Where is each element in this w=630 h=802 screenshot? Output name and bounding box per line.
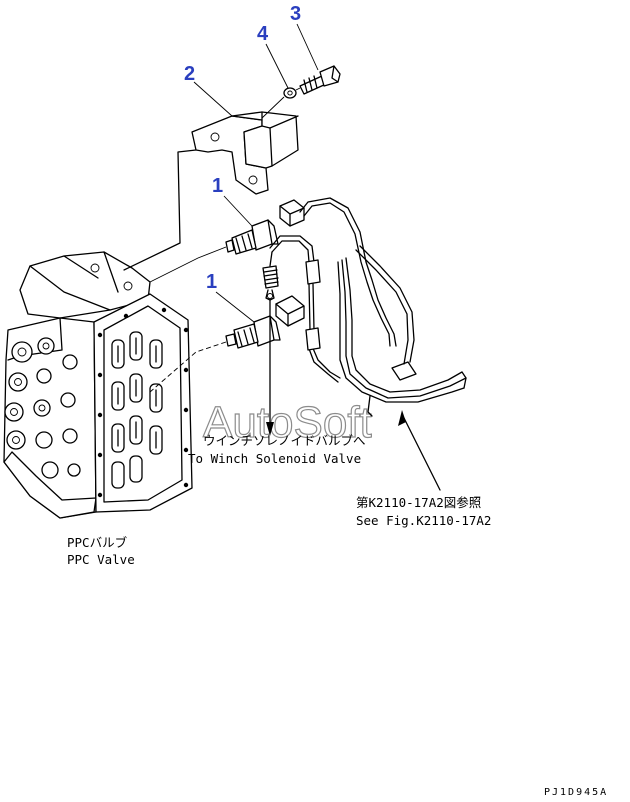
pressure-switch-upper	[225, 219, 279, 255]
label-ref-en: See Fig.K2110-17A2	[356, 513, 491, 528]
pressure-switch-lower	[225, 315, 281, 349]
wiring-harness	[262, 197, 467, 417]
callout-leader-4	[265, 43, 289, 89]
label-ref-jp: 第K2110-17A2図参照	[356, 495, 481, 510]
label-ppc-en: PPC Valve	[67, 552, 135, 567]
watermark: AutoSoft	[203, 398, 372, 447]
callout-2: 2	[184, 63, 195, 85]
drawing-code: PJ1D945A	[544, 787, 608, 798]
callout-1-upper: 1	[212, 175, 223, 197]
spool-bores	[111, 331, 163, 489]
callout-leader-1-lower	[215, 291, 255, 323]
label-ppc-jp: PPCバルブ	[67, 535, 128, 550]
callout-4: 4	[257, 23, 269, 45]
callout-leader-2	[193, 81, 233, 117]
callout-3: 3	[290, 3, 301, 25]
washer	[283, 87, 297, 99]
assembly-line-switch-upper	[149, 246, 227, 283]
label-winch-en: To Winch Solenoid Valve	[188, 451, 361, 466]
leader-winch	[266, 299, 274, 436]
cover-bolts	[97, 307, 189, 498]
callout-1-lower: 1	[206, 271, 217, 293]
bracket	[123, 111, 299, 271]
bolt	[299, 65, 341, 95]
callout-leader-3	[296, 23, 319, 71]
assembly-line-bolt	[261, 87, 301, 119]
assembly-line-switch-lower	[149, 341, 227, 393]
callout-leader-1-upper	[223, 195, 253, 227]
leader-see-fig	[398, 410, 441, 491]
label-winch-jp: ウインチソレノイドバルブへ	[203, 433, 366, 448]
ppc-valve	[3, 251, 193, 519]
